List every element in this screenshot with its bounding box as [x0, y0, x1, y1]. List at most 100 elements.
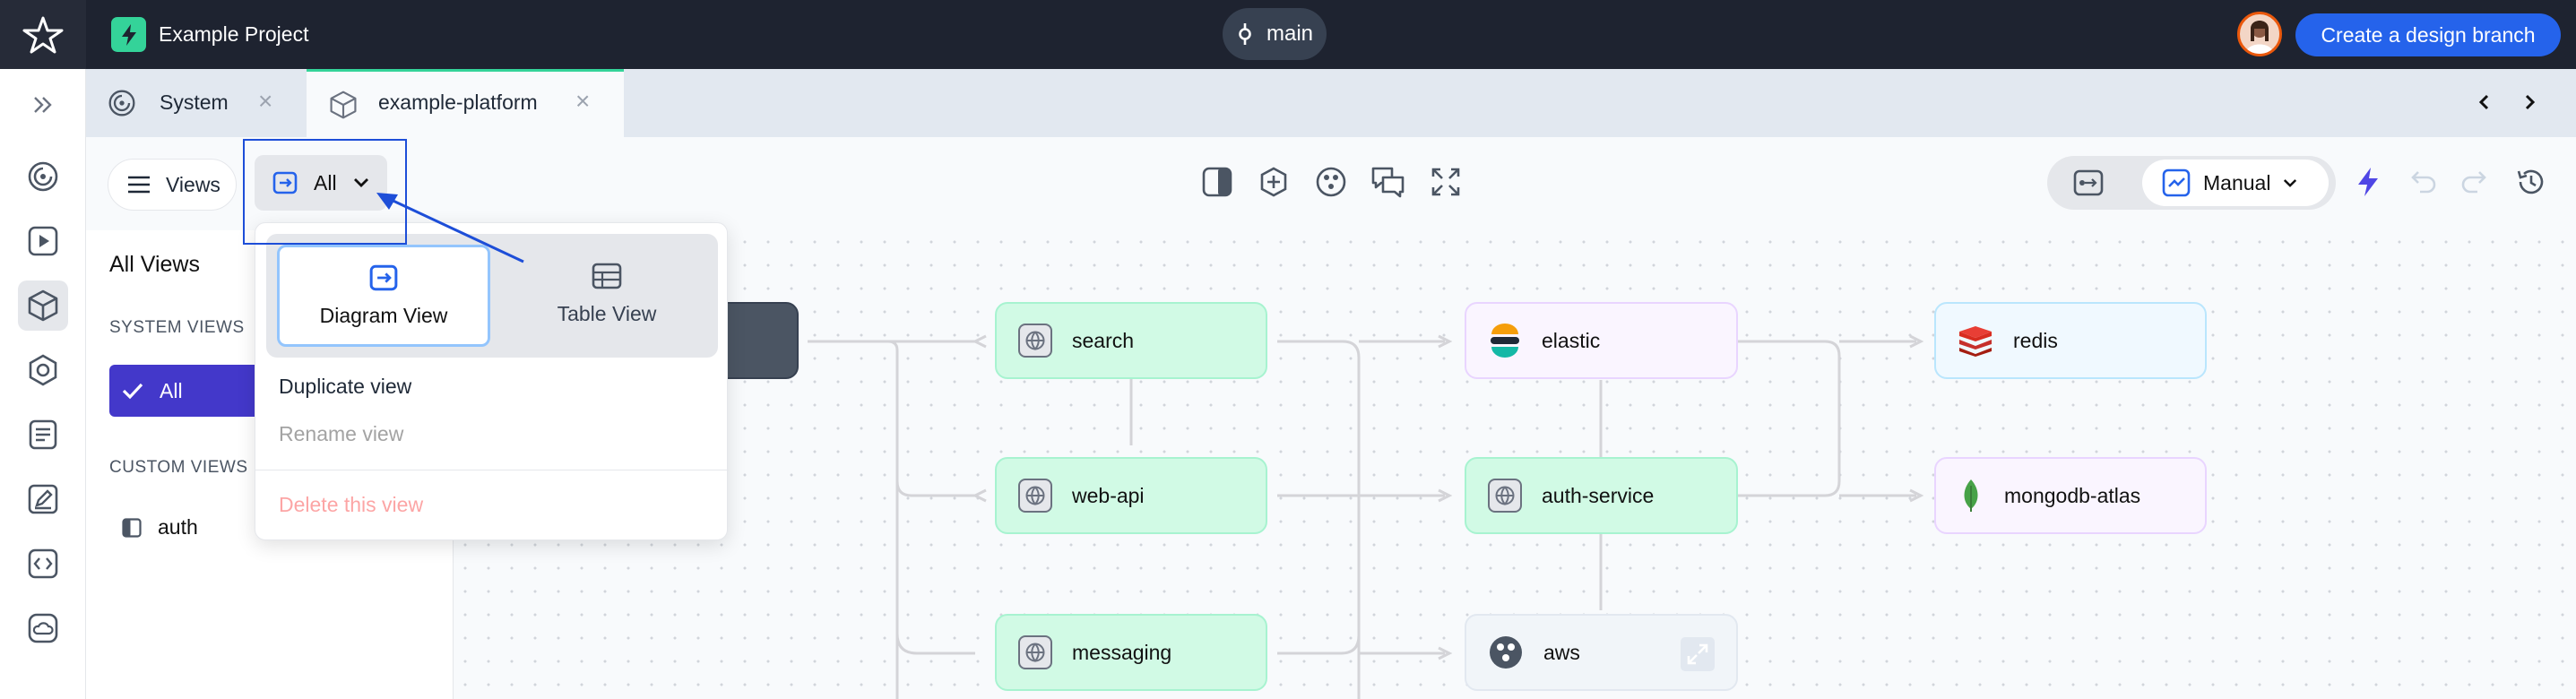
diagram-view-icon	[272, 171, 298, 194]
top-bar: Example Project main Create a design bra…	[0, 0, 2576, 69]
cloud-icon	[28, 613, 58, 643]
panel-icon	[1202, 167, 1232, 197]
expand-icon	[1431, 168, 1460, 196]
view-item-label: All	[160, 378, 183, 402]
sidebar-item-platform[interactable]	[18, 280, 68, 331]
close-icon[interactable]: ×	[258, 87, 273, 115]
sidebar-item-edit[interactable]	[18, 474, 68, 524]
icon-sidebar	[0, 69, 86, 699]
rename-view-item[interactable]: Rename view	[279, 422, 404, 445]
view-item-label: auth	[158, 515, 198, 539]
sidebar-item-docs[interactable]	[18, 410, 68, 460]
sidebar-item-system[interactable]	[18, 151, 68, 202]
node-auth-service[interactable]: auth-service	[1465, 457, 1738, 534]
chevron-down-icon	[353, 178, 368, 187]
globe-icon	[1018, 635, 1052, 669]
group-icon	[1316, 167, 1346, 197]
views-button[interactable]: Views	[108, 159, 237, 211]
lightning-icon	[2358, 168, 2378, 196]
duplicate-view-item[interactable]: Duplicate view	[279, 375, 412, 398]
manual-layout-icon	[2162, 168, 2191, 197]
node-label: aws	[1543, 640, 1580, 664]
app-logo[interactable]	[0, 0, 86, 69]
toggle-panel-button[interactable]	[1199, 164, 1235, 200]
node-search[interactable]: search	[995, 302, 1267, 379]
layout-icon	[2073, 169, 2104, 196]
node-elastic[interactable]: elastic	[1465, 302, 1738, 379]
elastic-icon	[1491, 324, 1519, 358]
tab-system[interactable]: System ×	[86, 69, 307, 137]
node-redis[interactable]: redis	[1934, 302, 2207, 379]
code-icon	[28, 548, 58, 579]
quick-action-button[interactable]	[2350, 164, 2386, 200]
history-button[interactable]	[2513, 164, 2549, 200]
chevron-left-icon[interactable]	[2476, 93, 2494, 111]
custom-views-heading: CUSTOM VIEWS	[109, 458, 248, 477]
user-avatar[interactable]	[2237, 12, 2282, 56]
views-label: Views	[166, 172, 220, 196]
delete-view-item[interactable]: Delete this view	[279, 493, 424, 516]
chevron-down-icon	[2284, 178, 2297, 187]
sidebar-item-play[interactable]	[18, 216, 68, 266]
branch-name: main	[1266, 22, 1314, 46]
close-icon[interactable]: ×	[575, 87, 591, 115]
node-mongodb-atlas[interactable]: mongodb-atlas	[1934, 457, 2207, 534]
node-label: search	[1072, 328, 1135, 352]
option-label: Table View	[557, 301, 657, 325]
sidebar-item-code[interactable]	[18, 539, 68, 589]
panel-view-icon	[122, 517, 142, 538]
history-icon	[2517, 169, 2544, 194]
node-label: elastic	[1542, 328, 1601, 352]
cube-icon	[28, 289, 58, 322]
diagram-canvas[interactable]: search web-api messaging elastic auth-se…	[454, 230, 2576, 699]
view-item-all[interactable]: All	[109, 365, 280, 417]
redo-button[interactable]	[2456, 164, 2492, 200]
globe-icon	[1488, 479, 1522, 513]
menu-icon	[128, 176, 150, 194]
branch-selector[interactable]: main	[1223, 8, 1327, 60]
diagram-view-option[interactable]: Diagram View	[277, 245, 490, 347]
add-node-button[interactable]	[1256, 164, 1292, 200]
mongodb-icon	[1964, 479, 1978, 512]
globe-icon	[1018, 479, 1052, 513]
table-view-option[interactable]: Table View	[499, 241, 714, 347]
chevron-right-icon[interactable]	[2520, 93, 2538, 111]
sidebar-toggle[interactable]	[18, 80, 68, 130]
layout-mode-selector[interactable]: Manual	[2142, 160, 2329, 206]
node-web-api[interactable]: web-api	[995, 457, 1267, 534]
project-name[interactable]: Example Project	[159, 22, 309, 46]
option-label: Diagram View	[319, 303, 448, 327]
node-aws-group[interactable]: aws	[1465, 614, 1738, 691]
annotation-arrow	[376, 193, 524, 263]
highlight-box	[243, 139, 407, 245]
pen-icon	[28, 484, 58, 514]
view-selector-label: All	[314, 170, 337, 194]
fullscreen-button[interactable]	[1428, 164, 1464, 200]
expand-group-icon[interactable]	[1681, 637, 1715, 671]
logo-icon	[22, 16, 64, 53]
node-messaging[interactable]: messaging	[995, 614, 1267, 691]
play-icon	[28, 226, 58, 256]
diagram-edges	[808, 334, 1924, 699]
undo-icon	[2411, 171, 2436, 194]
group-button[interactable]	[1313, 164, 1349, 200]
create-design-branch-button[interactable]: Create a design branch	[2295, 13, 2561, 56]
view-item-auth[interactable]: auth	[122, 515, 198, 539]
aws-group-icon	[1490, 636, 1522, 669]
radar-icon	[108, 90, 135, 116]
document-icon	[29, 419, 57, 450]
globe-icon	[1018, 324, 1052, 358]
diagram-view-icon	[369, 264, 398, 290]
tab-label: System	[160, 91, 229, 114]
redo-icon	[2461, 171, 2486, 194]
sidebar-item-cloud[interactable]	[18, 603, 68, 653]
sidebar-item-hexagon[interactable]	[18, 345, 68, 395]
undo-button[interactable]	[2406, 164, 2442, 200]
redis-icon	[1959, 326, 1992, 357]
tab-strip: System × example-platform ×	[86, 69, 2576, 137]
tab-example-platform[interactable]: example-platform ×	[307, 69, 624, 137]
auto-layout-button[interactable]	[2070, 165, 2106, 201]
comments-button[interactable]	[1370, 164, 1406, 200]
node-label: messaging	[1072, 640, 1172, 664]
view-selector[interactable]: All	[255, 155, 387, 211]
